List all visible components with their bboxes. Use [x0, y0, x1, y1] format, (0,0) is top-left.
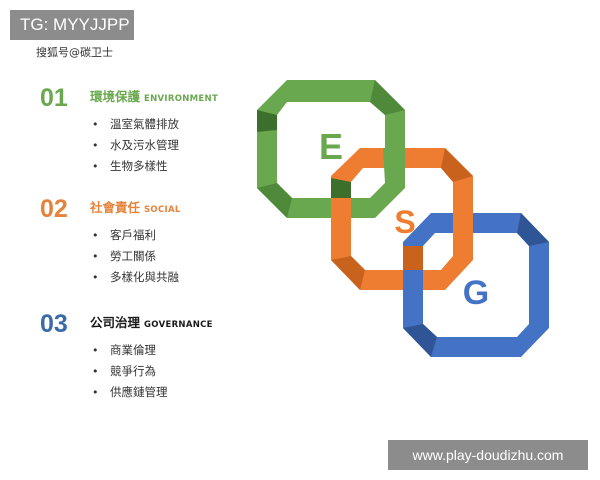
list-item-text: 勞工關係 [110, 249, 156, 263]
site-watermark: www.play-doudizhu.com [388, 440, 588, 470]
letter-e: E [319, 126, 343, 167]
list-item: •供應鏈管理 [92, 385, 168, 399]
list-item: •溫室氣體排放 [92, 117, 179, 131]
list-item: •多樣化與共融 [92, 270, 179, 284]
letter-g: G [463, 274, 489, 312]
tg-badge: TG: MYYJJPP [10, 10, 134, 40]
list-item-text: 商業倫理 [110, 343, 156, 357]
section-title-zh: 社會責任 [90, 200, 141, 215]
bullet-list: •客戶福利 •勞工關係 •多樣化與共融 [92, 225, 179, 288]
letter-s: S [394, 204, 415, 240]
bullet-list: •溫室氣體排放 •水及污水管理 •生物多樣性 [92, 114, 179, 177]
section-number: 01 [40, 84, 68, 112]
list-item-text: 客戶福利 [110, 228, 156, 242]
list-item: •客戶福利 [92, 228, 156, 242]
esg-logo-graphic: E S G [257, 80, 549, 357]
list-item: •勞工關係 [92, 249, 156, 263]
list-item-text: 水及污水管理 [110, 138, 179, 152]
section-number: 03 [40, 310, 68, 338]
list-item-text: 溫室氣體排放 [110, 117, 179, 131]
bullet-list: •商業倫理 •競爭行為 •供應鏈管理 [92, 340, 168, 403]
section-title-en: GOVERNANCE [144, 320, 213, 330]
section-number: 02 [40, 195, 68, 223]
section-title-zh: 公司治理 [90, 315, 141, 330]
section-title-en: SOCIAL [144, 205, 181, 215]
list-item: •生物多樣性 [92, 159, 168, 173]
list-item-text: 競爭行為 [110, 364, 156, 378]
list-item-text: 多樣化與共融 [110, 270, 179, 284]
list-item-text: 生物多樣性 [110, 159, 168, 173]
green-ring [257, 80, 405, 218]
orange-ring [331, 148, 473, 290]
blue-ring [403, 213, 549, 357]
list-item: •水及污水管理 [92, 138, 179, 152]
list-item: •競爭行為 [92, 364, 156, 378]
section-title-en: ENVIRONMENT [144, 94, 219, 104]
list-item-text: 供應鏈管理 [110, 385, 168, 399]
section-title-zh: 環境保護 [90, 89, 141, 104]
list-item: •商業倫理 [92, 343, 156, 357]
source-label: 搜狐号@碳卫士 [36, 46, 113, 59]
